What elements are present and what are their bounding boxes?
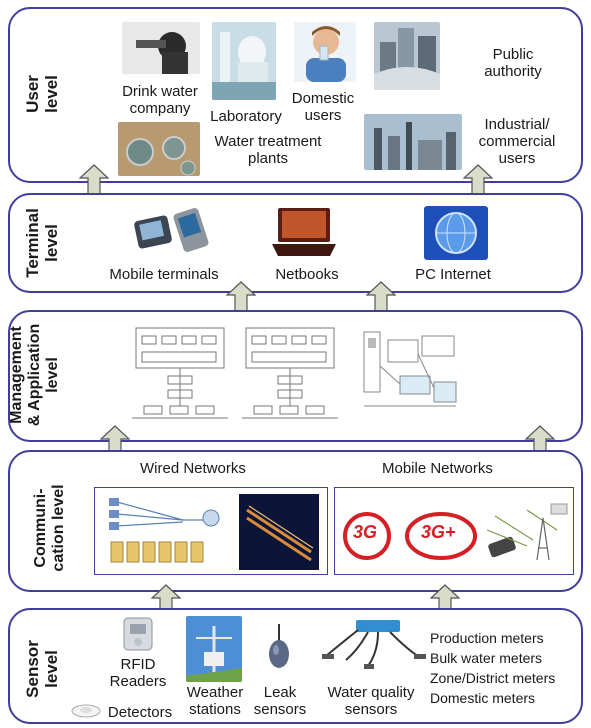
treatment-plant-photo — [118, 122, 200, 176]
leak-caption: Leak sensors — [253, 684, 307, 718]
wired-networks-box — [94, 487, 328, 575]
water-quality-sensor-photo — [318, 616, 428, 676]
system-schematic — [363, 331, 457, 407]
terminal-level-label: Terminal level — [23, 208, 61, 278]
badge-3g-plus: 3G+ — [421, 522, 456, 542]
water-quality-caption: Water quality sensors — [327, 684, 415, 718]
weather-station-photo — [186, 616, 242, 682]
pc-internet-photo — [424, 206, 488, 260]
pc-internet-caption: PC Internet — [415, 266, 491, 283]
rfid-caption: RFID Readers — [109, 656, 167, 690]
sensor-level-panel — [8, 608, 583, 724]
architecture-diagram-2 — [242, 327, 338, 419]
drink-water-caption: Drink water company — [122, 83, 198, 117]
treatment-plant-caption: Water treatment plants — [214, 133, 322, 167]
public-authority-photo — [374, 22, 440, 90]
drink-water-photo — [122, 22, 200, 74]
user-level-label: User level — [23, 75, 61, 113]
detectors-caption: Detectors — [107, 704, 173, 721]
architecture-diagram-1 — [132, 327, 228, 419]
netbook-photo — [270, 206, 338, 258]
domestic-users-caption: Domestic users — [291, 90, 355, 124]
domestic-users-photo — [294, 22, 356, 82]
mobile-networks-box: 3G 3G+ — [334, 487, 574, 575]
mobile-terminals-photo — [132, 206, 216, 254]
badge-3g: 3G — [353, 522, 378, 542]
mobile-networks-heading: Mobile Networks — [382, 460, 493, 477]
detector-photo — [70, 700, 102, 718]
sensor-level-label: Sensor level — [23, 640, 61, 698]
meters-list: Production meters Bulk water meters Zone… — [430, 630, 556, 706]
management-level-label: Management & Application level — [8, 323, 61, 427]
mobile-terminals-caption: Mobile terminals — [109, 266, 219, 283]
laboratory-caption: Laboratory — [210, 108, 282, 125]
public-authority-caption: Public authority — [484, 46, 542, 80]
leak-sensor-photo — [266, 624, 292, 670]
weather-caption: Weather stations — [186, 684, 244, 718]
industrial-caption: Industrial/ commercial users — [478, 116, 556, 167]
rfid-reader-photo — [120, 616, 156, 652]
communication-level-label: Communi- cation level — [32, 484, 67, 572]
industrial-photo — [364, 114, 462, 170]
netbooks-caption: Netbooks — [275, 266, 339, 283]
laboratory-photo — [212, 22, 276, 100]
wired-networks-heading: Wired Networks — [140, 460, 246, 477]
